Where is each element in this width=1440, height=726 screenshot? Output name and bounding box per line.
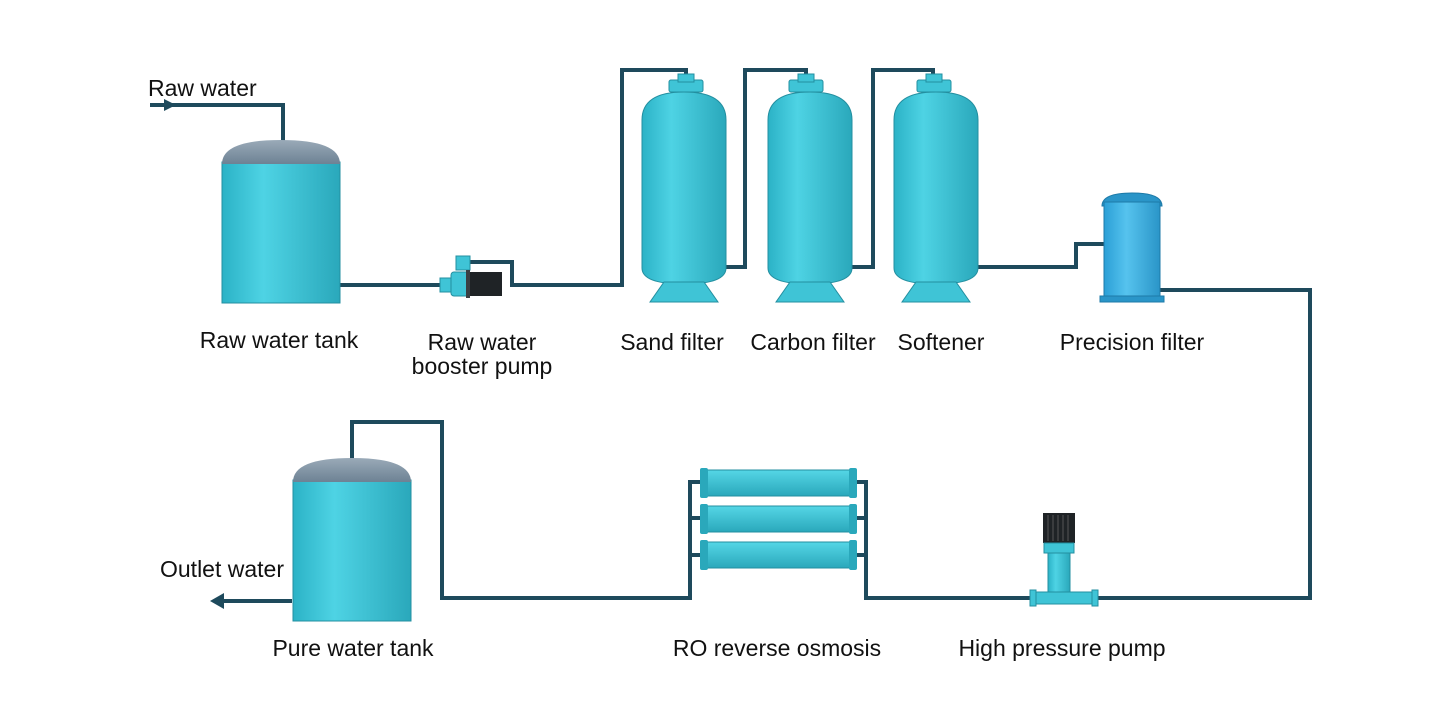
raw-water-tank-label: Raw water tank bbox=[199, 327, 359, 353]
pipe-precision-to-hp-pump bbox=[1094, 288, 1312, 600]
raw-water-inlet-arrow-icon bbox=[164, 99, 176, 111]
outlet-water-label: Outlet water bbox=[160, 556, 284, 582]
ro-membrane-2 bbox=[700, 504, 857, 534]
high-pressure-pump-label: High pressure pump bbox=[958, 635, 1166, 661]
ro-reverse-osmosis-label: RO reverse osmosis bbox=[672, 635, 882, 661]
sand-filter-vessel bbox=[641, 73, 727, 303]
raw-water-tank bbox=[221, 140, 341, 304]
pipe-ro-to-pure-tank bbox=[350, 420, 692, 600]
ro-membrane-3 bbox=[700, 540, 857, 570]
pipe-softener-to-precision bbox=[974, 242, 1104, 269]
raw-water-booster-pump bbox=[439, 255, 502, 298]
pure-water-tank-label: Pure water tank bbox=[272, 635, 434, 661]
pipe-carbon-to-softener bbox=[848, 68, 935, 269]
pure-water-tank bbox=[292, 458, 412, 622]
softener-label: Softener bbox=[897, 329, 985, 355]
pipe-sand-to-carbon bbox=[722, 68, 808, 269]
ro-membrane-array bbox=[700, 468, 857, 570]
sand-filter-label: Sand filter bbox=[620, 329, 724, 355]
softener-vessel bbox=[893, 73, 979, 303]
booster-pump-label-line2: booster pump bbox=[411, 353, 553, 379]
pipe-hp-pump-to-ro bbox=[854, 480, 1034, 600]
high-pressure-pump bbox=[1029, 513, 1099, 607]
ro-membrane-1 bbox=[700, 468, 857, 498]
raw-water-inlet-label: Raw water bbox=[148, 75, 257, 101]
precision-filter-label: Precision filter bbox=[1059, 329, 1205, 355]
carbon-filter-vessel bbox=[767, 73, 853, 303]
outlet-water-arrow-icon bbox=[210, 593, 292, 609]
carbon-filter-label: Carbon filter bbox=[750, 329, 876, 355]
precision-filter bbox=[1099, 192, 1165, 303]
booster-pump-label: Raw water booster pump bbox=[412, 330, 553, 378]
pipe-pump-to-sand-filter bbox=[470, 68, 688, 287]
pipe-raw-water-inlet bbox=[150, 103, 285, 142]
booster-pump-label-line1: Raw water bbox=[427, 329, 537, 355]
